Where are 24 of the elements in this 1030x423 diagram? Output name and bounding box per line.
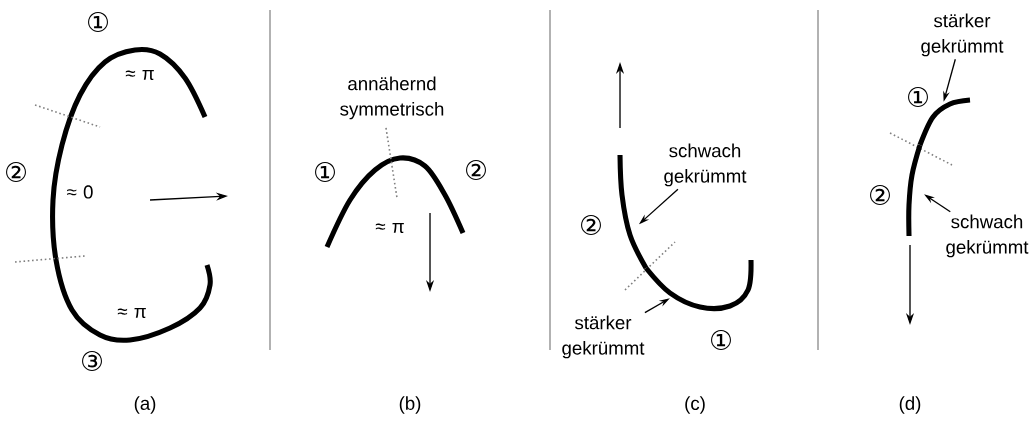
text-label: (a): [134, 396, 156, 414]
circled-number: ①: [908, 87, 928, 107]
curve-segment: [644, 259, 754, 311]
text-label: (d): [899, 396, 921, 414]
circled-number: ②: [466, 160, 486, 180]
annotation-text: schwach gekrümmt: [946, 214, 1029, 258]
curve-segment: [906, 144, 923, 237]
annotation-text: stärker gekrümmt: [921, 13, 1004, 57]
text-label: (c): [685, 396, 705, 414]
text-label: ≈ 0: [67, 185, 93, 199]
text-label: ≈ π: [117, 307, 146, 318]
circled-number: ①: [315, 162, 335, 182]
text-label: ≈ π: [125, 69, 154, 80]
text-label: annähernd symmetrisch: [340, 76, 444, 120]
circled-number: ②: [6, 162, 26, 182]
circled-number: ②: [870, 185, 890, 205]
circled-number: ①: [88, 12, 108, 32]
text-label: (b): [399, 396, 421, 414]
annotation-text: schwach gekrümmt: [664, 143, 747, 187]
circled-number: ③: [82, 351, 102, 371]
circled-number: ②: [581, 215, 601, 235]
text-label: ≈ π: [375, 222, 404, 233]
annotation-text: stärker gekrümmt: [562, 315, 645, 359]
curve-segment: [617, 154, 649, 270]
